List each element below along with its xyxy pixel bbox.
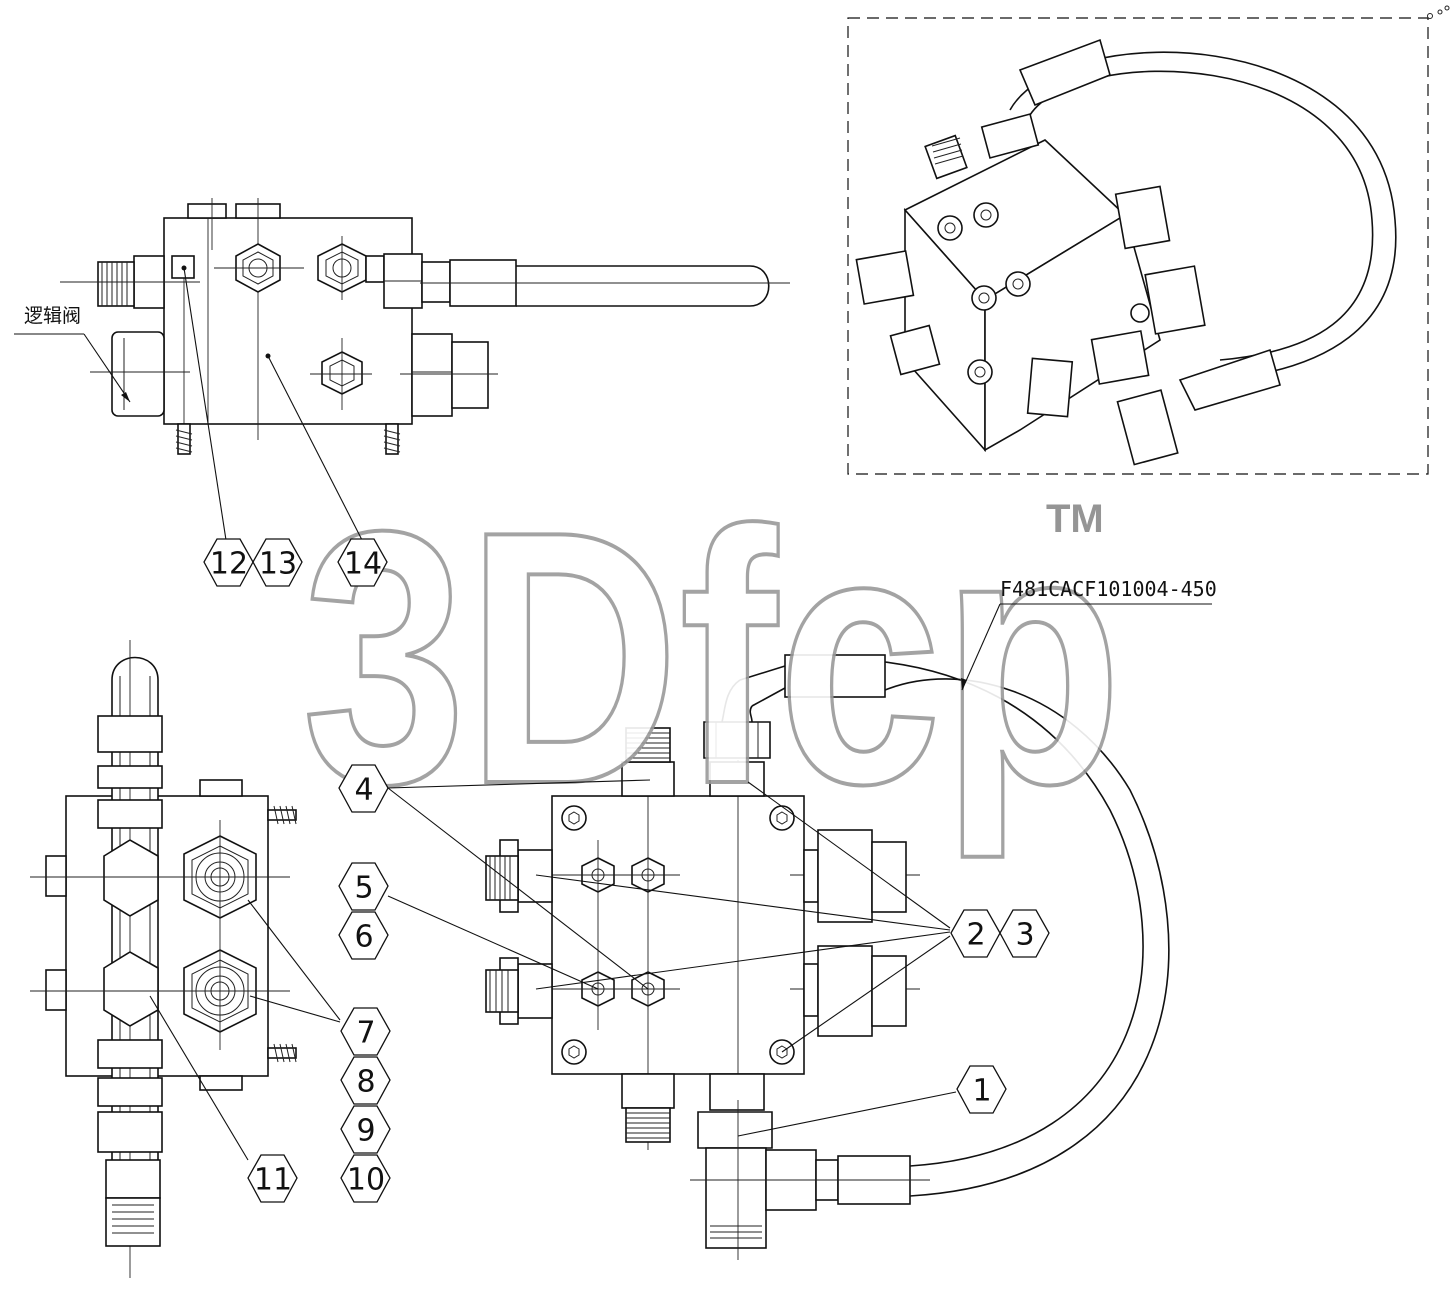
callout-9-label: 9 (356, 1114, 375, 1149)
end-view-tube-clamps (97, 715, 163, 1247)
callout-5-label: 5 (354, 871, 373, 906)
logic-valve-label: 逻辑阀 (14, 305, 131, 403)
top-view-left-port-lower (517, 963, 553, 1019)
callout-7: 7 (340, 1007, 391, 1056)
end-view-springs (267, 805, 297, 1063)
callout-14-label: 14 (344, 547, 382, 582)
callout-1-label: 1 (972, 1074, 991, 1109)
callout-11: 11 (247, 1154, 298, 1203)
callout-7-label: 7 (356, 1016, 375, 1051)
callout-5: 5 (338, 862, 389, 911)
top-view-corner-bolts (561, 805, 795, 1065)
top-view-bottom-port-left (621, 1073, 675, 1109)
callout-8-label: 8 (356, 1065, 375, 1100)
top-view-top-port-right (709, 761, 765, 797)
watermark: 3Dfcp TM (300, 455, 1124, 863)
top-view-block (551, 795, 805, 1075)
isometric-detail-view (847, 5, 1450, 475)
callout-8: 8 (340, 1056, 391, 1105)
tee-fitting-body (705, 1147, 767, 1249)
leader-lines (149, 267, 957, 1161)
callout-1: 1 (956, 1065, 1007, 1114)
detail-frame (847, 17, 1429, 475)
end-view (30, 640, 297, 1278)
hose-part-label: F481CACF101004-450 (961, 577, 1217, 691)
top-view-bottom-port-right (709, 1073, 765, 1111)
callout-3-label: 3 (1015, 918, 1034, 953)
callout-11-label: 11 (254, 1163, 292, 1198)
callout-9: 9 (340, 1105, 391, 1154)
top-view-right-port-upper (817, 829, 873, 923)
top-view-top-port-left (621, 761, 675, 797)
callout-2-label: 2 (966, 918, 985, 953)
side-view (60, 198, 790, 455)
hose-fitting-top (784, 654, 886, 698)
end-view-block (65, 795, 269, 1077)
callout-13: 13 (252, 538, 303, 587)
callout-6: 6 (338, 911, 389, 960)
callouts: 12 13 14 4 5 6 7 (203, 538, 1050, 1203)
hose-part-number: F481CACF101004-450 (1000, 577, 1217, 601)
callout-10: 10 (340, 1154, 391, 1203)
watermark-trademark: TM (1046, 497, 1104, 541)
side-view-right-fitting (411, 333, 453, 417)
logic-valve-text: 逻辑阀 (24, 305, 81, 327)
callout-2: 2 (950, 909, 1001, 958)
watermark-logo: 3Dfcp (302, 457, 1122, 861)
side-view-hose (516, 265, 770, 307)
callout-4: 4 (338, 764, 389, 813)
callout-6-label: 6 (354, 920, 373, 955)
top-view-right-port-lower (817, 945, 873, 1037)
hose-arc-inner (884, 678, 1170, 1197)
side-view-springs (175, 423, 401, 455)
detail-fittings (855, 113, 1206, 466)
side-view-logic-valve (111, 331, 165, 417)
side-view-block (163, 217, 413, 425)
callout-13-label: 13 (259, 547, 297, 582)
callout-12-label: 12 (210, 547, 248, 582)
callout-3: 3 (999, 909, 1050, 958)
hose-arc-outer (884, 661, 1144, 1167)
callout-12: 12 (203, 538, 254, 587)
callout-4-label: 4 (354, 773, 373, 808)
detail-hose-end-bottom (1178, 348, 1281, 411)
callout-14: 14 (337, 538, 388, 587)
callout-10-label: 10 (347, 1163, 385, 1198)
detail-top-bolts (937, 202, 1031, 311)
detail-hose-end-top (1018, 38, 1111, 107)
tee-fitting-nut (697, 1111, 773, 1149)
